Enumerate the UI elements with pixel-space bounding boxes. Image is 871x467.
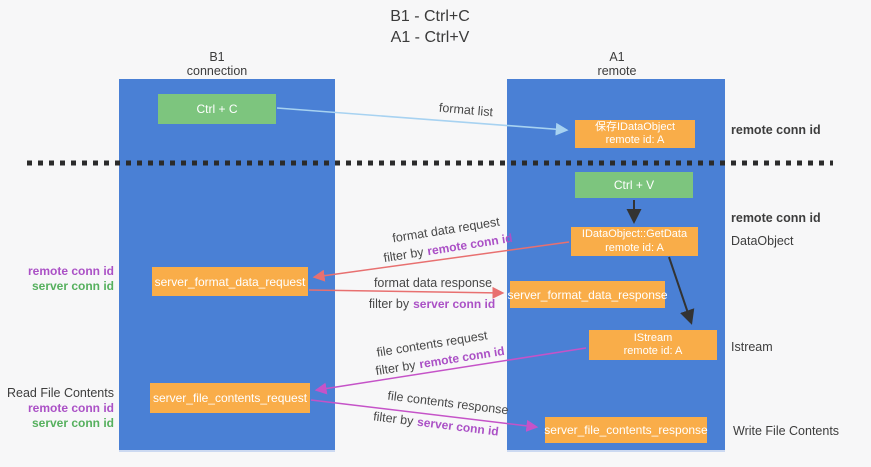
node-save-idataobject: 保存IDataObject remote id: A (575, 120, 695, 148)
filter-by-text: filter by (368, 297, 410, 311)
dataobject-text: DataObject (731, 234, 794, 248)
node-ctrl-v-label: Ctrl + V (613, 178, 655, 192)
node-fmt-resp-label: server_format_data_response (507, 287, 668, 302)
istream-text: Istream (731, 340, 773, 354)
node-server-format-data-request: server_format_data_request (152, 267, 308, 296)
server-conn-id-text: server conn id (31, 279, 114, 293)
arrow-format-data-request (312, 241, 570, 282)
node-getdata-line2: remote id: A (605, 241, 664, 254)
node-fmt-req-label: server_format_data_request (154, 274, 306, 289)
node-save-line1: 保存IDataObject (594, 120, 676, 133)
remote-conn-id-text: remote conn id (731, 211, 821, 225)
left-label-group-read-file: Read File Contents remote conn id server… (2, 386, 114, 431)
right-label-istream: Istream (731, 340, 773, 354)
server-conn-id-text: server conn id (413, 297, 496, 311)
node-server-file-contents-request: server_file_contents_request (150, 383, 310, 413)
lane-a1-role: remote (597, 64, 637, 78)
node-server-format-data-response: server_format_data_response (507, 281, 668, 308)
right-label-write-file-contents: Write File Contents (733, 424, 839, 438)
node-file-req-label: server_file_contents_request (152, 391, 308, 405)
node-getdata-line1: IDataObject::GetData (581, 228, 688, 240)
left-label-group-conn-ids: remote conn id server conn id (2, 264, 114, 294)
arrow-format-data-response (308, 286, 505, 299)
node-save-line2: remote id: A (605, 134, 665, 146)
arrow-file-contents-request (314, 347, 587, 395)
remote-conn-id-text: remote conn id (27, 401, 114, 415)
title-line-2: A1 - Ctrl+V (390, 29, 470, 46)
lane-b1-name: B1 (209, 50, 225, 64)
arrow-format-list (276, 107, 569, 136)
write-file-contents-text: Write File Contents (733, 424, 840, 438)
lane-header-a1: A1 remote (537, 50, 697, 78)
remote-conn-id-text: remote conn id (731, 123, 821, 137)
arrow-file-contents-response (310, 399, 539, 432)
node-ctrl-c-label: Ctrl + C (196, 102, 238, 116)
node-server-file-contents-response: server_file_contents_response (544, 417, 708, 443)
node-file-resp-label: server_file_contents_response (544, 423, 708, 437)
node-idataobject-getdata: IDataObject::GetData remote id: A (571, 227, 698, 256)
read-file-contents-text: Read File Contents (6, 386, 114, 400)
node-istream-line2: remote id: A (623, 345, 683, 357)
format-data-response-text: format data response (373, 276, 493, 290)
right-label-dataobject: DataObject (731, 234, 794, 248)
diagram-title: B1 - Ctrl+C A1 - Ctrl+V (280, 6, 580, 48)
arrow-getdata-to-istream (668, 256, 695, 325)
remote-conn-id-text: remote conn id (27, 264, 114, 278)
lane-header-b1: B1 connection (137, 50, 297, 78)
lane-b1-role: connection (186, 64, 248, 78)
node-istream: IStream remote id: A (589, 330, 717, 360)
right-label-remote-conn-id-mid: remote conn id (731, 211, 821, 225)
right-label-remote-conn-id-top: remote conn id (731, 123, 821, 137)
node-istream-line1: IStream (633, 331, 673, 344)
node-ctrl-v: Ctrl + V (575, 172, 693, 198)
node-ctrl-c: Ctrl + C (158, 94, 276, 124)
title-line-1: B1 - Ctrl+C (390, 8, 470, 25)
edge-label-format-data-response: format data response (374, 276, 492, 290)
lane-a1-name: A1 (609, 50, 625, 64)
server-conn-id-text: server conn id (31, 416, 114, 430)
